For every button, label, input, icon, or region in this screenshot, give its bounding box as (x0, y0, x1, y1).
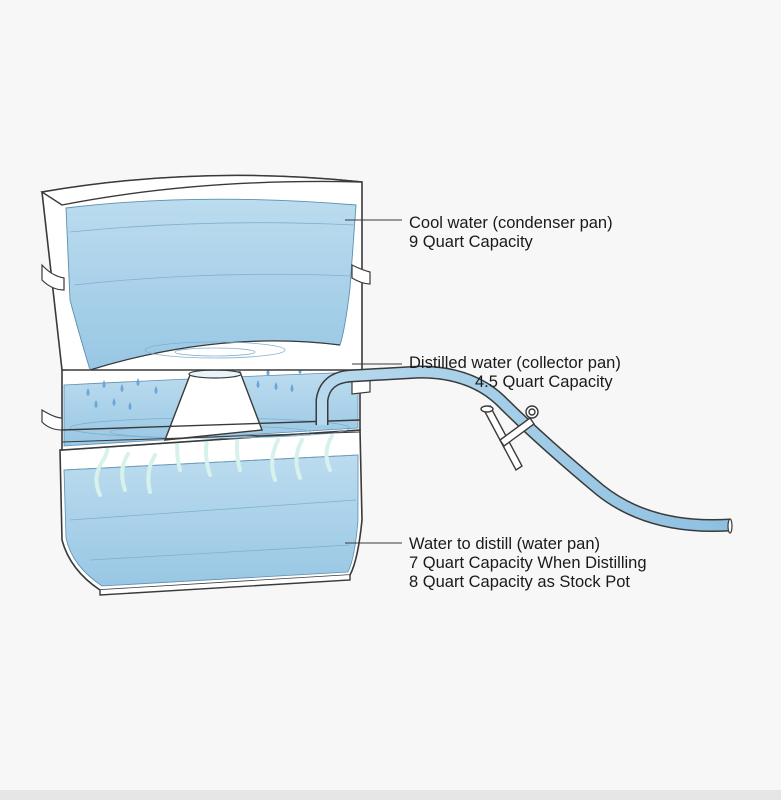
drain-hose (315, 365, 733, 534)
steam-wisp (324, 434, 334, 472)
steam-wisp (294, 438, 304, 480)
bottom-bar (0, 790, 781, 800)
condenser-capacity: 9 Quart Capacity (409, 233, 533, 251)
water-pan (59, 429, 363, 596)
collector-label: Distilled water (collector pan) 4.5 Quar… (409, 354, 621, 392)
collector-pan (41, 359, 371, 451)
steam-wisp (120, 452, 130, 492)
water-pan-title: Water to distill (water pan) (409, 535, 601, 553)
condenser-pan (40, 174, 371, 371)
water-pan-capacity-distilling: 7 Quart Capacity When Distilling (409, 554, 647, 572)
center-cone (163, 371, 263, 441)
collector-title: Distilled water (collector pan) (409, 354, 621, 372)
water-pan-capacity-stock: 8 Quart Capacity as Stock Pot (409, 573, 631, 591)
condenser-label: Cool water (condenser pan) 9 Quart Capac… (409, 214, 613, 252)
condenser-rim (40, 174, 363, 206)
water-pan-label: Water to distill (water pan) 7 Quart Cap… (409, 535, 647, 592)
condenser-water (65, 198, 357, 371)
steam-wisp (146, 453, 157, 494)
collector-capacity: 4.5 Quart Capacity (475, 373, 613, 391)
hose-clamp (480, 404, 539, 472)
steam-wisp (270, 438, 280, 482)
condenser-title: Cool water (condenser pan) (409, 214, 613, 232)
